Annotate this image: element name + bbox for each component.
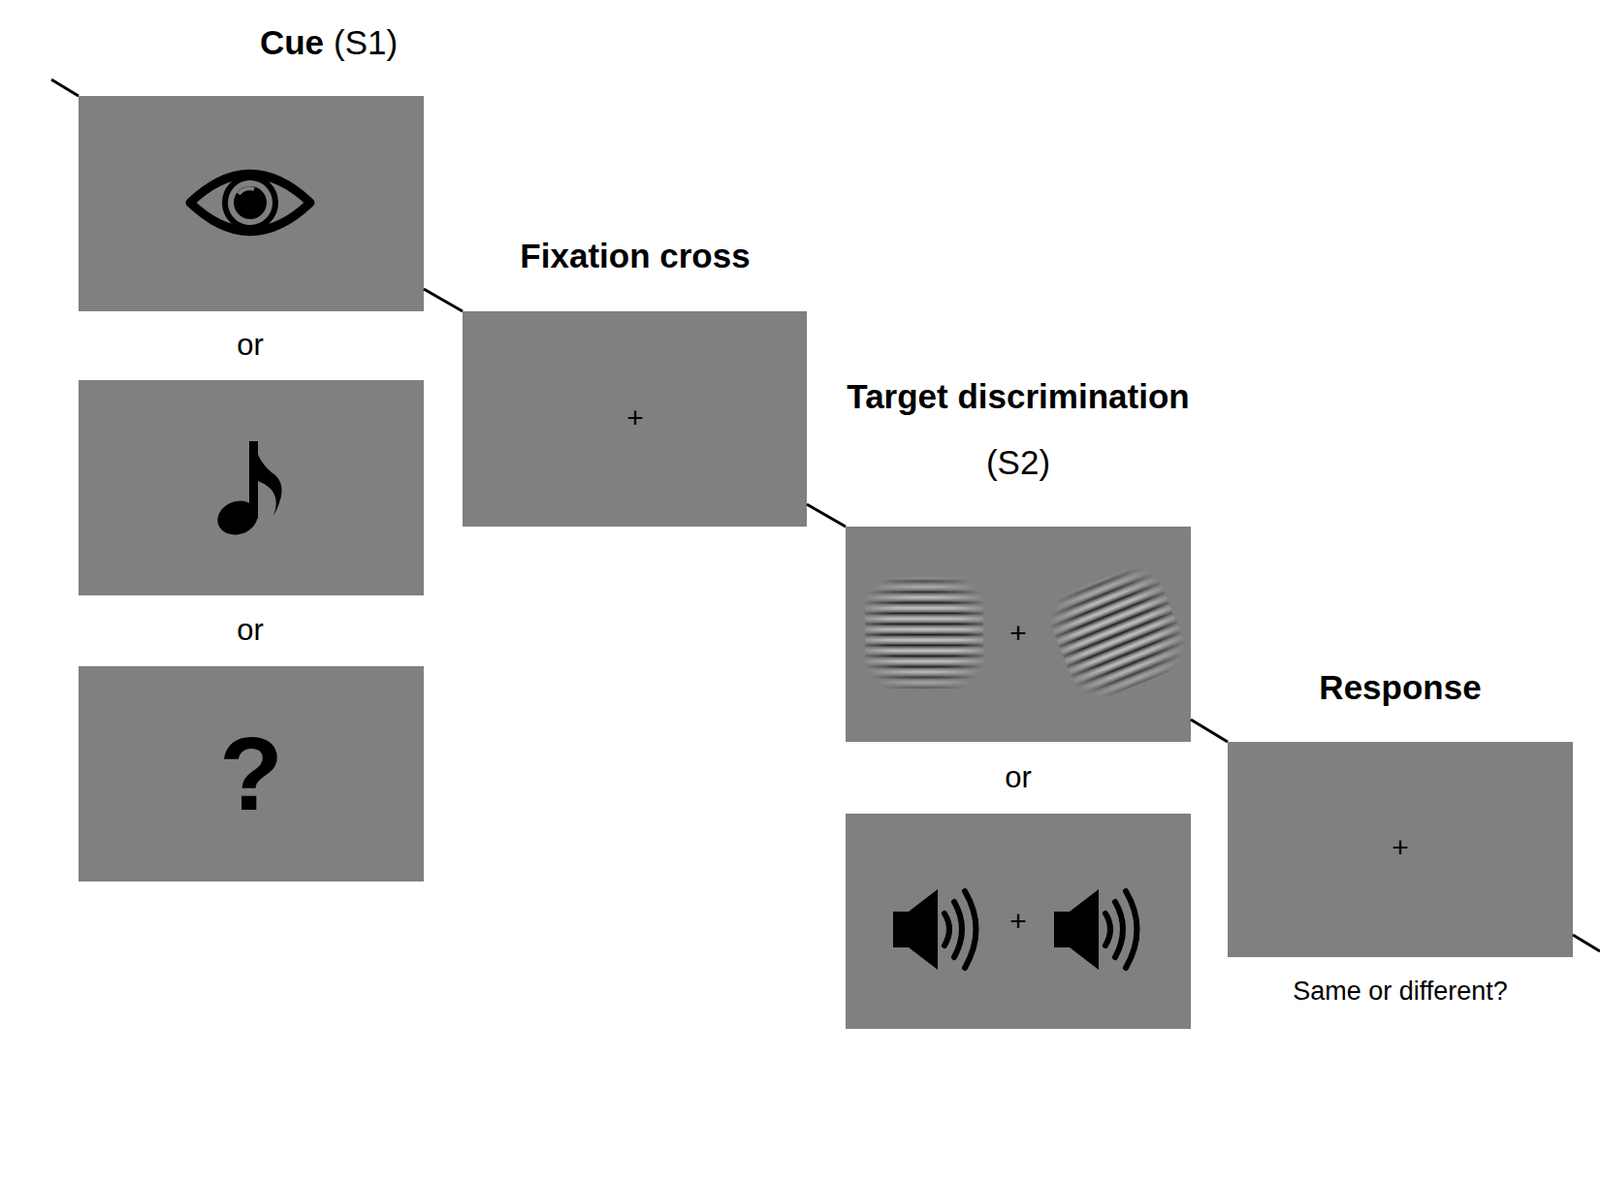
timeline-connector	[806, 504, 846, 527]
fixation-cross: +	[1009, 904, 1027, 937]
question-text: Same or different?	[1292, 977, 1508, 1007]
heading: Response	[1318, 669, 1481, 707]
screen	[78, 380, 424, 596]
speaker-icon	[893, 889, 977, 970]
or-label: or	[1004, 761, 1032, 795]
heading: Fixation cross	[519, 237, 750, 276]
grating-right	[1041, 558, 1193, 706]
music-note-icon	[212, 441, 282, 541]
response-screen: Response+Same or different?	[1227, 741, 1573, 958]
question-mark: ?	[219, 716, 284, 832]
target-screen: +	[845, 813, 1191, 1029]
screen	[462, 311, 807, 527]
cue-screen: ?	[78, 666, 424, 882]
screen	[1227, 741, 1573, 958]
fixation-cross: +	[1009, 616, 1027, 649]
fixation-cross: +	[626, 401, 644, 434]
or-label: or	[236, 328, 264, 362]
heading-sub: (S2)	[986, 444, 1051, 482]
speaker-icon	[1054, 889, 1138, 970]
cue-screen: Cue(S1)	[78, 96, 424, 312]
heading: Cue	[259, 24, 324, 63]
timeline-line	[51, 79, 79, 96]
screen	[78, 666, 424, 882]
fixation-cross: +	[1391, 831, 1409, 864]
fixation-screen: Fixation cross+	[462, 311, 807, 527]
target-screen: Target discrimination(S2)+	[845, 526, 1191, 742]
timeline-connector	[1190, 719, 1228, 742]
screen	[78, 96, 424, 312]
timeline-line	[1572, 934, 1600, 952]
screen	[845, 813, 1191, 1029]
heading: Target discrimination	[846, 378, 1189, 416]
eye-icon	[190, 174, 311, 232]
heading-sub: (S1)	[333, 24, 398, 63]
timeline-connector	[423, 288, 463, 312]
or-label: or	[236, 613, 264, 647]
grating-left	[864, 576, 984, 689]
